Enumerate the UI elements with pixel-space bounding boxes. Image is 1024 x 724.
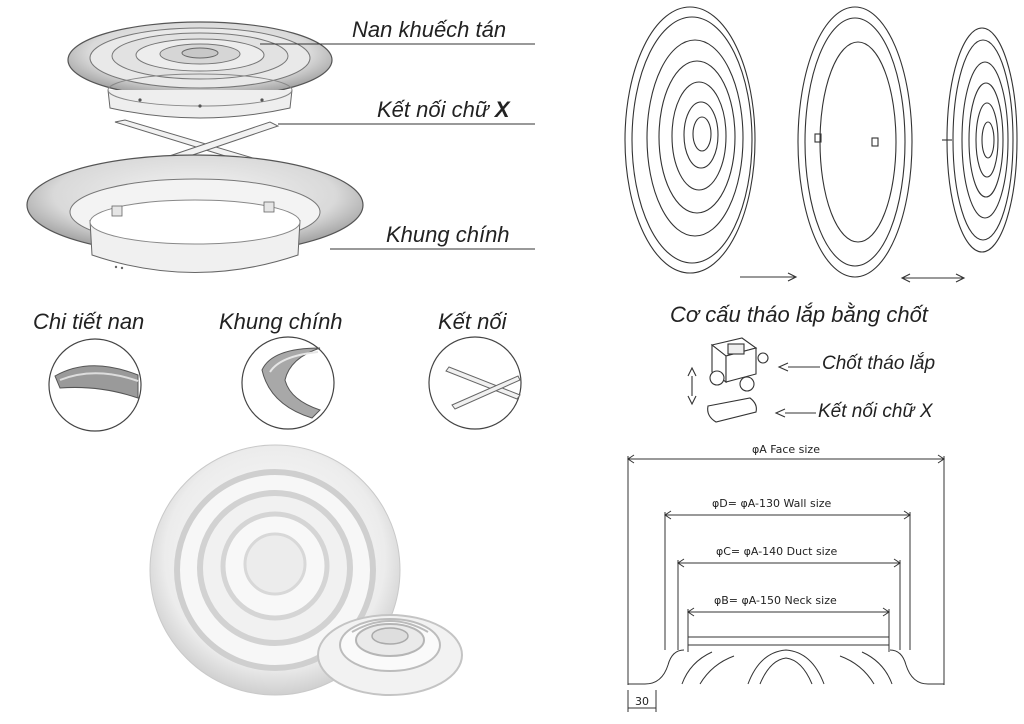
blade-detail-magnifier	[48, 338, 142, 432]
side-view-assembled	[942, 27, 1018, 253]
label-x-connector-pin: Kết nối chữ X	[818, 401, 933, 422]
label-blade-detail: Chi tiết nan	[33, 309, 145, 334]
blade-assembly	[67, 21, 333, 119]
label-main-frame: Khung chính	[386, 222, 510, 247]
side-view-blades	[624, 6, 756, 274]
label-pin: Chốt tháo lắp	[822, 353, 936, 374]
dim-neck-size: φB= φA-150 Neck size	[714, 594, 837, 607]
direction-arrows	[740, 272, 966, 283]
label-x-connector-text: Kết nối chữ	[377, 97, 495, 122]
label-x-connector-letter: X	[494, 97, 510, 122]
mechanism-title: Cơ cấu tháo lắp bằng chốt	[670, 302, 928, 327]
side-view-frame	[797, 6, 913, 278]
product-photo	[149, 444, 463, 696]
dim-duct-size: φC= φA-140 Duct size	[716, 545, 838, 558]
connector-detail-magnifier	[428, 336, 522, 430]
label-frame-detail: Khung chính	[219, 309, 343, 334]
frame-detail-magnifier	[241, 336, 335, 430]
label-diffuser-blades: Nan khuếch tán	[352, 17, 507, 42]
dim-wall-size: φD= φA-130 Wall size	[712, 497, 832, 510]
label-connector-detail: Kết nối	[438, 309, 507, 334]
main-frame	[26, 154, 364, 273]
dim-face-size: φA Face size	[752, 443, 820, 456]
dimension-drawing	[627, 454, 945, 712]
pin-mechanism-drawing	[687, 337, 820, 423]
dim-flange: 30	[635, 695, 649, 708]
label-x-connector: Kết nối chữ X	[377, 97, 510, 123]
